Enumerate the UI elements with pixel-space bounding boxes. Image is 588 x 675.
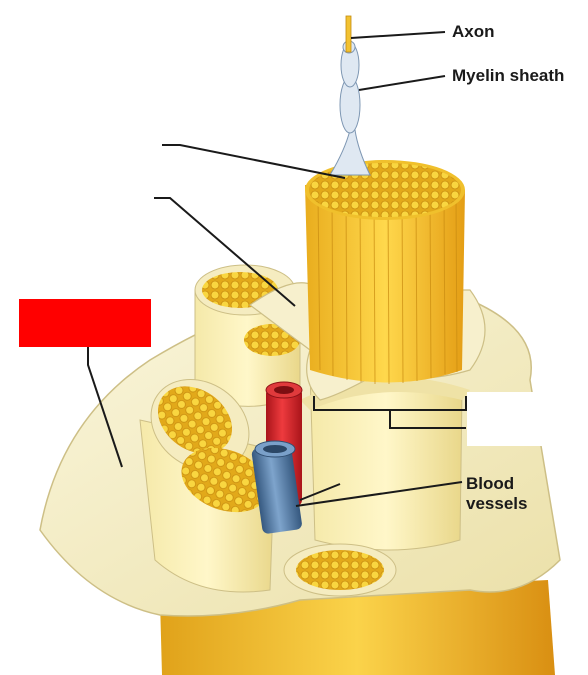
fascicle-small <box>283 543 397 597</box>
label-blood-vessels: Blood vessels <box>466 474 527 514</box>
vein <box>251 440 302 534</box>
fascicle-front <box>139 378 276 593</box>
leader-unlabeled-2 <box>154 197 296 307</box>
leader-blood-1 <box>295 481 463 507</box>
leader-myelin <box>358 75 446 91</box>
label-blood-vessels-line1: Blood <box>466 474 515 493</box>
leader-lines <box>87 31 467 507</box>
leader-red-box <box>87 347 123 468</box>
leader-bracket-2 <box>389 410 466 429</box>
hidden-label-red-box <box>19 299 151 347</box>
label-axon: Axon <box>452 22 495 41</box>
fiber-bundle <box>305 160 465 385</box>
label-blood-vessels-line2: vessels <box>466 494 528 513</box>
hidden-label-white-box <box>467 392 588 446</box>
myelinated-axon <box>329 15 371 176</box>
leader-unlabeled-1 <box>162 144 346 179</box>
label-myelin-sheath: Myelin sheath <box>452 66 565 85</box>
leader-blood-2 <box>299 483 341 501</box>
leader-axon <box>350 31 446 39</box>
